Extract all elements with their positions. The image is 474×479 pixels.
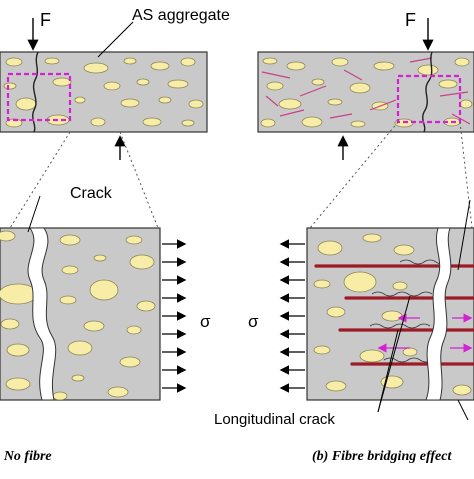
aggregates-top-left	[3, 57, 204, 128]
zoom-line-left-2	[119, 131, 159, 229]
aggregate-leader-line	[97, 21, 134, 58]
beam-top-left	[0, 51, 208, 133]
longitudinal-leader-2	[377, 329, 399, 413]
crack-leader-line	[27, 195, 41, 233]
zoom-panel-fibre-bridging	[306, 227, 474, 401]
longitudinal-crack-label: Longitudinal crack	[214, 411, 335, 428]
zoom-box-top-left	[6, 72, 72, 122]
force-label-right: F	[405, 10, 416, 30]
aggregates-zoom-left	[0, 230, 156, 400]
force-label-left: F	[40, 10, 51, 30]
aggregates-top-right	[260, 57, 473, 128]
main-crack-bridged	[425, 227, 452, 401]
tension-arrows-right	[162, 239, 187, 393]
open-crack-no-fibre	[27, 227, 57, 401]
beam-top-right	[257, 51, 474, 133]
crack-label: Crack	[70, 185, 113, 202]
zoom-panel-no-fibre	[0, 227, 161, 401]
stress-label-right: σ	[248, 312, 259, 331]
longitudinal-leader-1	[377, 295, 411, 413]
zoom-line-left-1	[9, 131, 71, 229]
caption-fibre-bridging: (b) Fibre bridging effect	[312, 449, 452, 464]
crack-line-top-left	[32, 51, 39, 133]
tension-arrows-left	[279, 239, 305, 393]
bridging-force-arrows	[377, 313, 473, 353]
caption-no-fibre: (a) No fibre	[0, 449, 52, 464]
zoom-line-right-2	[459, 121, 473, 229]
aggregate-label: AS aggregate	[132, 7, 230, 24]
fibre-leader-top	[457, 199, 471, 271]
zoom-box-top-right	[396, 74, 462, 124]
stress-label-left: σ	[200, 312, 211, 331]
crack-leader-right	[457, 399, 469, 421]
zoom-line-right-1	[309, 121, 399, 229]
